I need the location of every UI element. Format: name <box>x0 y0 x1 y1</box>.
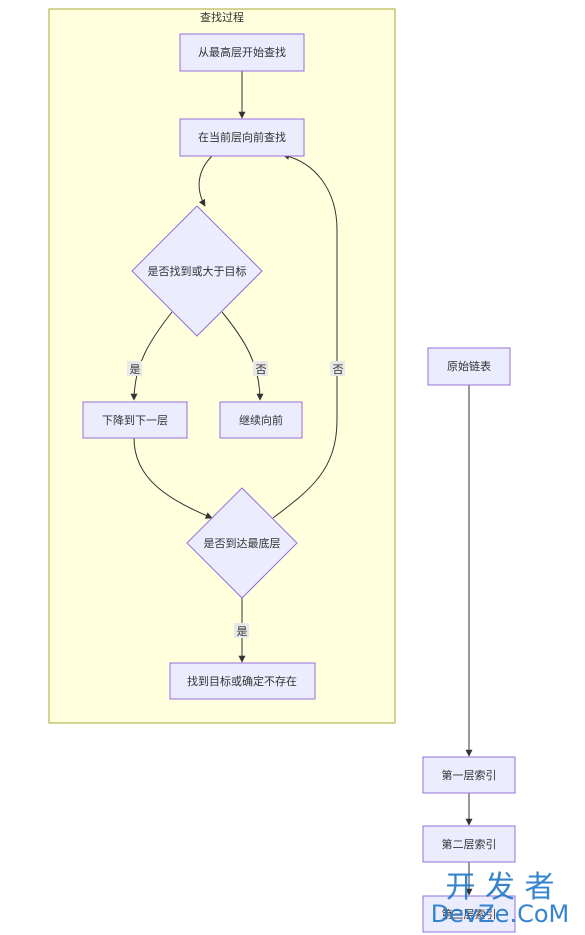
edge-label-no-continue: 否 <box>253 361 268 376</box>
node-original-list[interactable]: 原始链表 <box>427 347 511 386</box>
svg-text:是否找到或大于目标: 是否找到或大于目标 <box>148 264 247 278</box>
node-level1-index[interactable]: 第一层索引 <box>422 756 516 794</box>
edge-search-to-decision <box>198 155 213 207</box>
node-result[interactable]: 找到目标或确定不存在 <box>169 662 316 700</box>
svg-text:第二层索引: 第二层索引 <box>442 837 497 851</box>
watermark-line2: DevZe.CoM <box>431 900 569 928</box>
cluster-title: 查找过程 <box>200 10 244 24</box>
svg-text:找到目标或确定不存在: 找到目标或确定不存在 <box>187 674 297 688</box>
edge-loop-back-to-search <box>272 152 338 519</box>
svg-text:是: 是 <box>130 363 141 376</box>
edge-label-yes-result: 是 <box>234 623 249 638</box>
node-start[interactable]: 从最高层开始查找 <box>179 33 305 72</box>
edge-descend-to-bottom-decision <box>133 437 213 519</box>
svg-text:从最高层开始查找: 从最高层开始查找 <box>198 45 286 59</box>
node-descend[interactable]: 下降到下一层 <box>82 401 188 439</box>
watermark-line1: 开 发 者 <box>445 870 554 905</box>
edge-decision-to-continue <box>221 311 264 401</box>
node-level3-index[interactable]: 第三层索引 <box>422 895 516 933</box>
node-level2-index[interactable]: 第二层索引 <box>422 825 516 863</box>
edge-label-no-loop: 否 <box>330 361 345 376</box>
svg-text:否: 否 <box>256 364 267 376</box>
svg-text:第一层索引: 第一层索引 <box>442 768 497 782</box>
node-search-forward[interactable]: 在当前层向前查找 <box>179 118 305 157</box>
edge-label-yes-descend: 是 <box>127 361 142 376</box>
watermark-logo: 开 发 者 DevZe.CoM <box>431 870 569 928</box>
node-continue-forward[interactable]: 继续向前 <box>219 401 303 439</box>
node-decision-bottom[interactable]: 是否到达最底层 <box>186 487 298 599</box>
svg-text:原始链表: 原始链表 <box>447 359 491 373</box>
svg-text:在当前层向前查找: 在当前层向前查找 <box>198 130 286 144</box>
svg-text:是: 是 <box>237 625 248 638</box>
edge-decision-to-descend <box>130 311 173 401</box>
node-decision-found[interactable]: 是否找到或大于目标 <box>131 205 263 337</box>
svg-text:是否到达最底层: 是否到达最底层 <box>204 536 281 550</box>
svg-text:否: 否 <box>333 364 344 376</box>
svg-text:继续向前: 继续向前 <box>239 413 283 427</box>
svg-text:下降到下一层: 下降到下一层 <box>102 413 168 427</box>
svg-text:第三层索引: 第三层索引 <box>442 907 497 921</box>
